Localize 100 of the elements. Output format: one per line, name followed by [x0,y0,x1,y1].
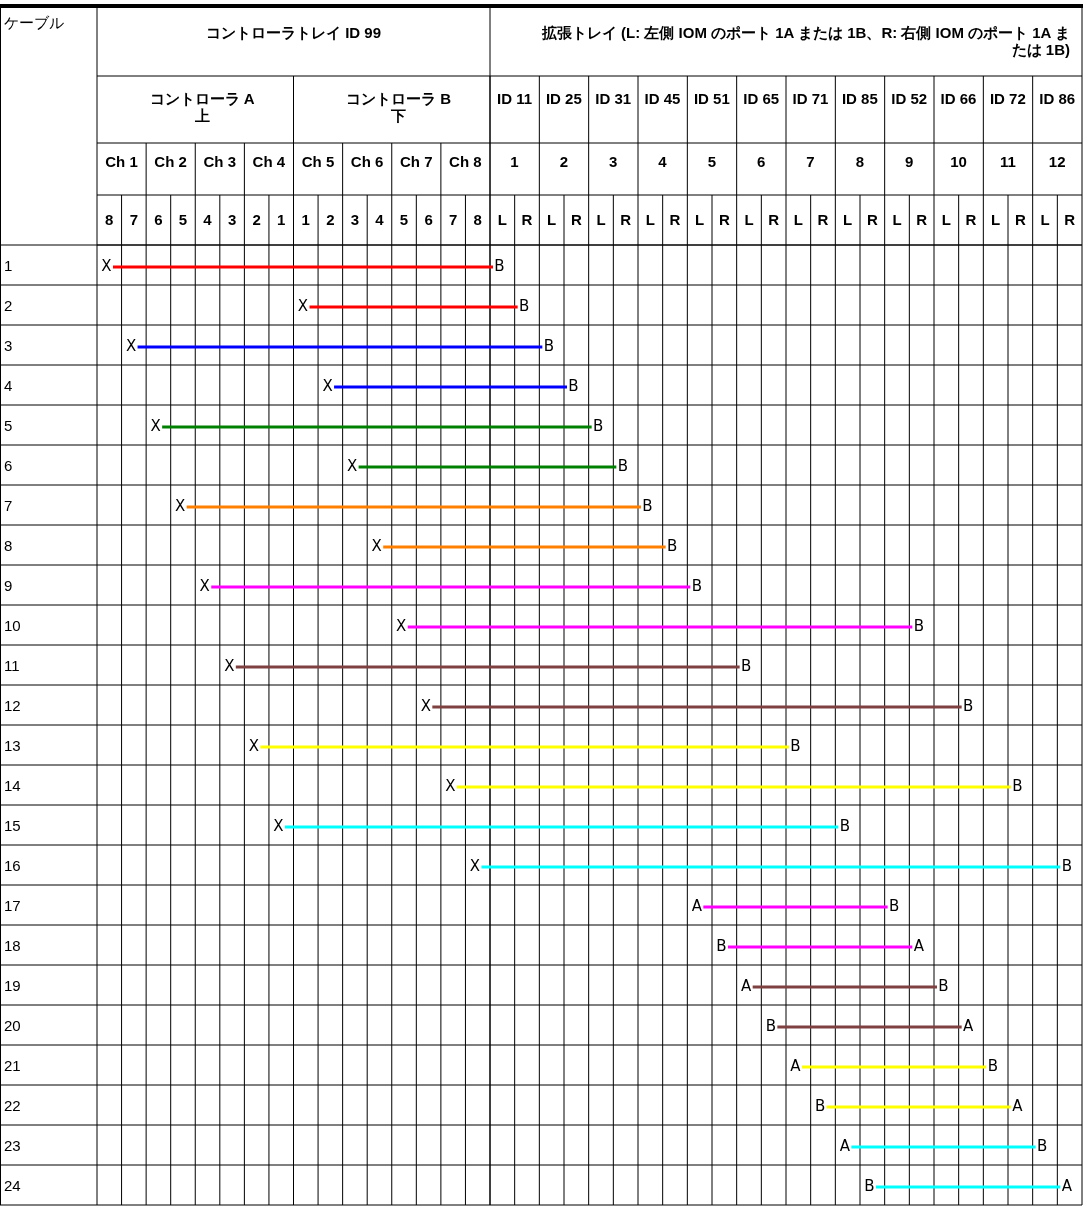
port-side: R [520,211,534,228]
port-side: L [990,211,1002,228]
cable-end-marker: X [321,377,335,395]
cable-end-marker: B [715,937,728,955]
cable-line [235,665,740,669]
cable-end-marker: B [986,1057,1000,1075]
port-side: L [891,211,903,228]
port-number: 3 [349,211,361,228]
tray-number: 1 [509,153,520,170]
cable-line [186,505,641,509]
port-side: L [595,211,607,228]
cable-line [383,545,666,549]
port-side: R [569,211,583,228]
cable-end-marker: B [937,977,950,995]
cable-end-marker: B [517,297,531,315]
cable-end-marker: B [813,1097,827,1115]
cable-end-marker: B [1035,1137,1049,1155]
port-number: 1 [276,211,287,228]
cable-line [703,905,888,909]
cable-line [802,1065,987,1069]
cable-end-marker: B [665,537,679,555]
port-number: 5 [177,211,189,228]
row-number: 22 [4,1097,22,1114]
cable-end-marker: X [394,617,408,635]
tray-id: ID 72 [988,90,1027,107]
port-side: L [694,211,706,228]
port-side: L [743,211,755,228]
tray-id: ID 65 [742,90,781,107]
row-number: 10 [4,617,22,634]
tray-number: 10 [949,153,968,170]
cable-line [211,585,691,589]
tray-number: 6 [756,153,767,170]
cable-line [334,385,567,389]
cable-line [851,1145,1036,1149]
cable-end-marker: B [616,457,630,475]
channel-header: Ch 3 [202,153,237,170]
cable-end-marker: A [690,897,704,915]
row-number: 20 [4,1017,22,1034]
cable-line [260,745,789,749]
port-number: 3 [226,211,238,228]
tray-number: 3 [608,153,619,170]
cable-end-marker: B [863,1177,876,1195]
cable-end-marker: X [271,817,285,835]
port-number: 6 [153,211,164,228]
cable-line [481,865,1061,869]
row-number: 8 [4,537,14,554]
tray-number: 4 [657,153,668,170]
cable-end-marker: B [1060,857,1074,875]
tray-number: 7 [805,153,816,170]
cable-line [284,825,839,829]
cable-line [309,305,518,309]
cable-line [876,1185,1061,1189]
cable-line [826,1105,1011,1109]
cable-end-marker: X [149,417,163,435]
cable-end-marker: B [690,577,704,595]
port-number: 7 [448,211,459,228]
row-number: 15 [4,817,22,834]
row-number: 13 [4,737,22,754]
tray-number: 8 [854,153,865,170]
column-header: コントローラトレイ ID 99 [205,24,382,41]
port-number: 1 [300,211,311,228]
cable-end-marker: B [641,497,654,515]
port-number: 4 [374,211,385,228]
port-side: R [816,211,830,228]
cable-end-marker: X [370,537,384,555]
cable-line [162,425,592,429]
port-side: R [619,211,633,228]
port-side: L [644,211,656,228]
tray-id: ID 31 [594,90,633,107]
cable-line [358,465,617,469]
port-side: R [767,211,781,228]
cable-end-marker: B [567,377,580,395]
port-side: R [964,211,978,228]
row-number: 11 [4,657,21,674]
tray-id: ID 86 [1038,90,1077,107]
cable-end-marker: B [887,897,901,915]
tray-id: ID 25 [544,90,583,107]
tray-id: ID 45 [643,90,682,107]
cable-end-marker: B [838,817,852,835]
cable-end-marker: B [591,417,605,435]
cable-end-marker: A [739,977,753,995]
row-number: 9 [4,577,14,594]
cable-end-marker: B [912,617,926,635]
port-side: L [940,211,952,228]
row-number: 2 [4,297,14,314]
tray-id: ID 51 [692,90,731,107]
row-number: 7 [4,497,14,514]
tray-id: ID 52 [890,90,929,107]
port-side: L [792,211,804,228]
tray-number: 9 [904,153,915,170]
tray-number: 2 [558,153,569,170]
row-number: 3 [4,337,14,354]
row-number: 1 [4,257,14,274]
row-number: 21 [4,1057,22,1074]
cable-line [432,705,962,709]
port-side: L [496,211,508,228]
tray-id: ID 11 [496,90,533,107]
cable-line [728,945,913,949]
port-number: 6 [423,211,434,228]
row-number: 14 [4,777,22,794]
